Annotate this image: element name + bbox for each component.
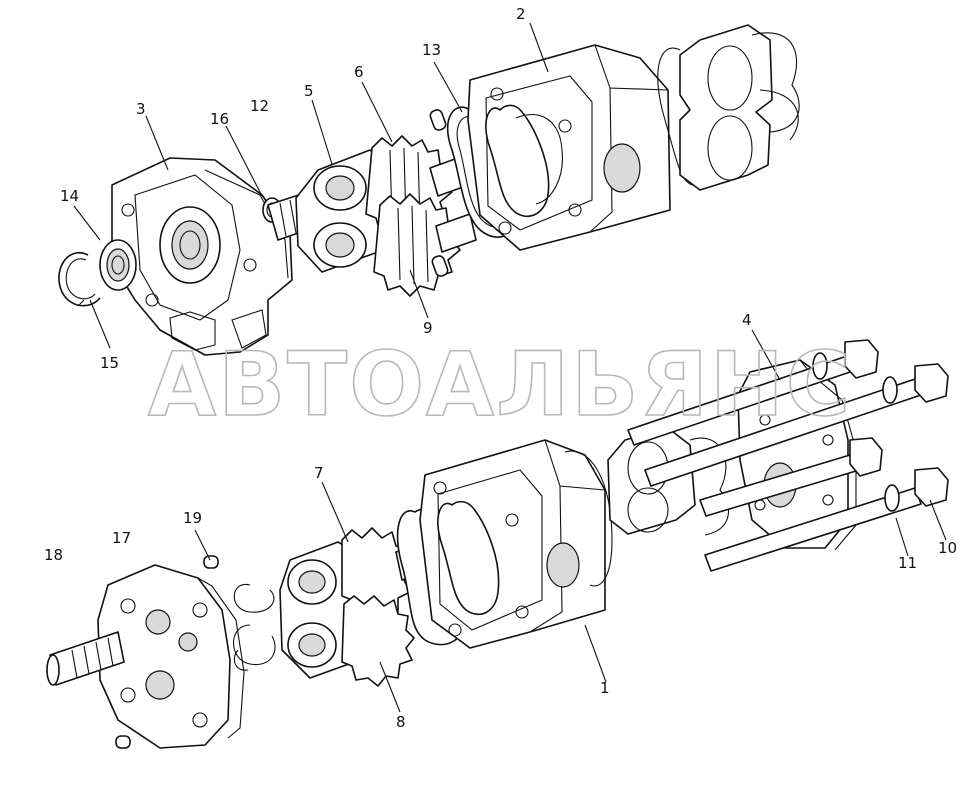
part-7-8-gear-assembly <box>279 527 447 687</box>
part-19-dowel-pins <box>115 555 219 749</box>
callout-15: 15 <box>100 354 119 372</box>
part-10-11-bolts <box>627 339 949 572</box>
lower-assembly <box>46 339 949 749</box>
callout-13: 13 <box>422 41 441 59</box>
part-9-gear-assembly <box>373 193 477 297</box>
upper-rear-parts <box>657 24 800 191</box>
part-2-pump-body <box>467 44 671 251</box>
callout-4: 4 <box>742 311 752 329</box>
callout-18: 18 <box>44 546 63 564</box>
callout-5: 5 <box>304 82 314 100</box>
callout-12: 12 <box>250 97 269 115</box>
callout-9: 9 <box>423 319 433 337</box>
callout-1: 1 <box>600 679 610 697</box>
part-17-front-plate <box>46 564 245 749</box>
lower-seal-rings <box>233 583 276 671</box>
watermark-text: АВТОАЛЬЯНС <box>148 333 852 436</box>
callout-7: 7 <box>314 464 324 482</box>
part-15-retaining-ring <box>58 252 101 307</box>
callout-16: 16 <box>210 110 229 128</box>
part-14-seal <box>99 239 137 291</box>
callout-2: 2 <box>516 5 526 23</box>
leader-lines <box>73 22 947 713</box>
callout-17: 17 <box>112 529 131 547</box>
callout-8: 8 <box>396 713 406 731</box>
callout-19: 19 <box>183 509 202 527</box>
upper-assembly <box>58 24 800 356</box>
callout-labels: 1 2 3 4 6 5 7 8 9 10 11 12 13 14 15 16 1… <box>44 5 957 731</box>
part-3-front-cover <box>111 157 293 356</box>
callout-10: 10 <box>938 539 957 557</box>
callout-6: 6 <box>354 63 364 81</box>
part-1-pump-body <box>419 439 606 649</box>
callout-3: 3 <box>136 100 146 118</box>
callout-11: 11 <box>898 554 917 572</box>
callout-14: 14 <box>60 187 79 205</box>
